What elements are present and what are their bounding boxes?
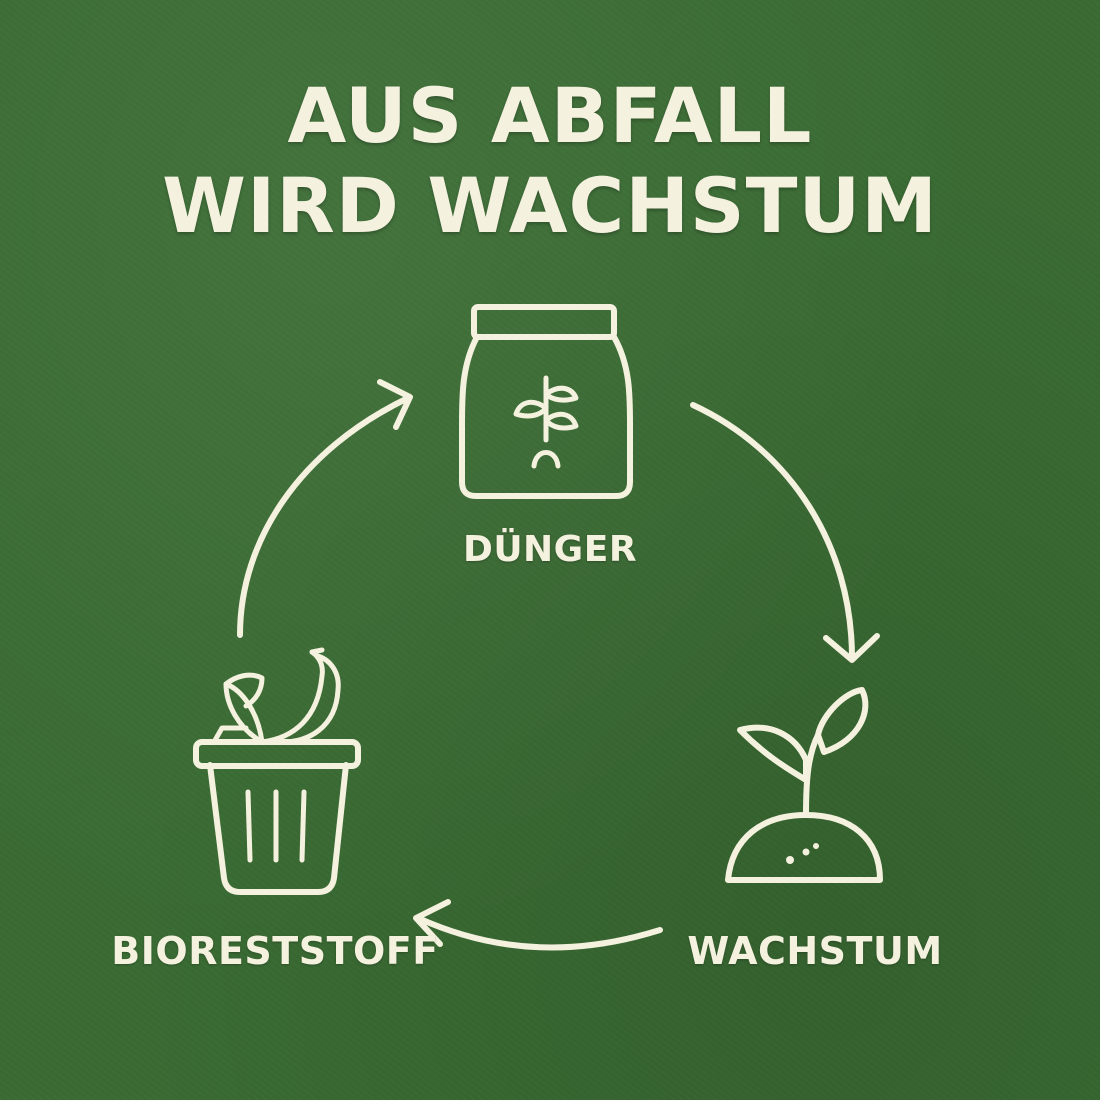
title-line-1: AUS ABFALL — [287, 71, 813, 160]
seedling-icon — [725, 687, 883, 883]
organic-waste-bin-icon — [193, 647, 361, 895]
node-label-bioreststoff: BIORESTSTOFF — [111, 929, 439, 973]
node-label-duenger: DÜNGER — [462, 529, 638, 570]
node-label-wachstum: WACHSTUM — [687, 929, 943, 973]
arrow-wachstum-to-bioreststoff — [413, 899, 663, 951]
arrow-bioreststoff-to-duenger — [237, 379, 413, 638]
arrow-duenger-to-wachstum — [690, 402, 880, 663]
fertilizer-bag-icon — [459, 304, 633, 499]
title-line-2: WIRD WACHSTUM — [162, 161, 938, 250]
